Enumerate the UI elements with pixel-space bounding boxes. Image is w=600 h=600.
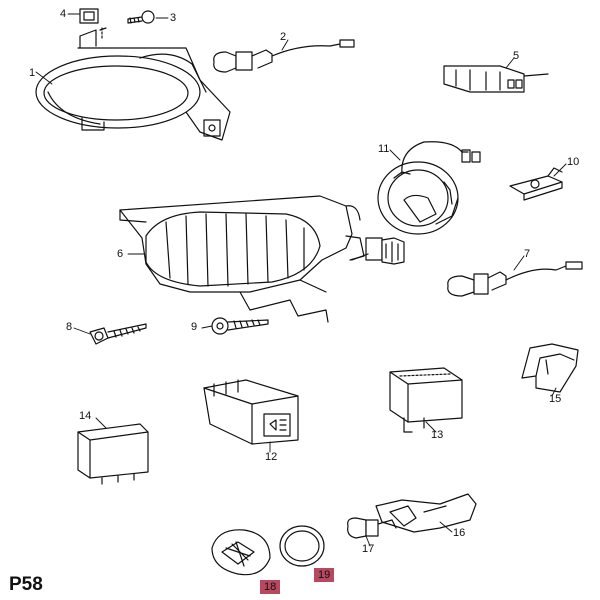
part-2-bulb-with-lead[interactable] <box>213 39 355 73</box>
part-11-bulb-holder-ring[interactable] <box>377 141 481 235</box>
callout-14: 14 <box>79 410 92 422</box>
callout-13: 13 <box>431 429 444 441</box>
page-code: P58 <box>9 574 43 595</box>
part-19-seal-ring[interactable] <box>279 525 325 567</box>
part-7-bulb-with-lead[interactable] <box>447 261 583 297</box>
callout-7: 7 <box>524 248 531 260</box>
leader-lines <box>35 13 567 547</box>
callout-4: 4 <box>60 8 67 20</box>
part-17-bulb[interactable] <box>347 517 397 539</box>
callout-8: 8 <box>66 321 73 333</box>
callout-18-highlighted[interactable]: 18 <box>260 580 281 594</box>
part-15-cover[interactable] <box>521 343 579 393</box>
callout-2: 2 <box>280 31 287 43</box>
part-4-clip[interactable] <box>79 8 103 41</box>
callout-1: 1 <box>29 67 36 79</box>
part-14-relay[interactable] <box>77 423 149 485</box>
part-10-clip-nut[interactable] <box>509 167 563 201</box>
part-18-lens[interactable] <box>211 529 271 576</box>
part-12-switch[interactable] <box>203 379 299 445</box>
part-6-fog-lamp[interactable] <box>119 195 365 323</box>
callout-16: 16 <box>453 527 466 539</box>
part-8-screw[interactable] <box>89 323 147 345</box>
part-5-connector[interactable] <box>443 65 549 93</box>
callout-3: 3 <box>170 12 177 24</box>
part-1-fog-lamp[interactable] <box>35 27 231 141</box>
lamp-holder[interactable] <box>351 237 405 265</box>
callout-5: 5 <box>513 50 520 62</box>
part-9-screw[interactable] <box>211 317 269 335</box>
part-3-screw[interactable] <box>127 10 155 24</box>
callout-17: 17 <box>362 543 375 555</box>
callout-15: 15 <box>549 393 562 405</box>
callout-11: 11 <box>378 143 390 155</box>
callout-10: 10 <box>567 156 580 168</box>
callout-6: 6 <box>117 248 124 260</box>
callout-12: 12 <box>265 451 278 463</box>
callout-19-highlighted[interactable]: 19 <box>314 568 335 582</box>
callout-9: 9 <box>191 321 198 333</box>
part-16-lamp-housing[interactable] <box>375 493 477 533</box>
part-13-relay[interactable] <box>389 367 463 433</box>
